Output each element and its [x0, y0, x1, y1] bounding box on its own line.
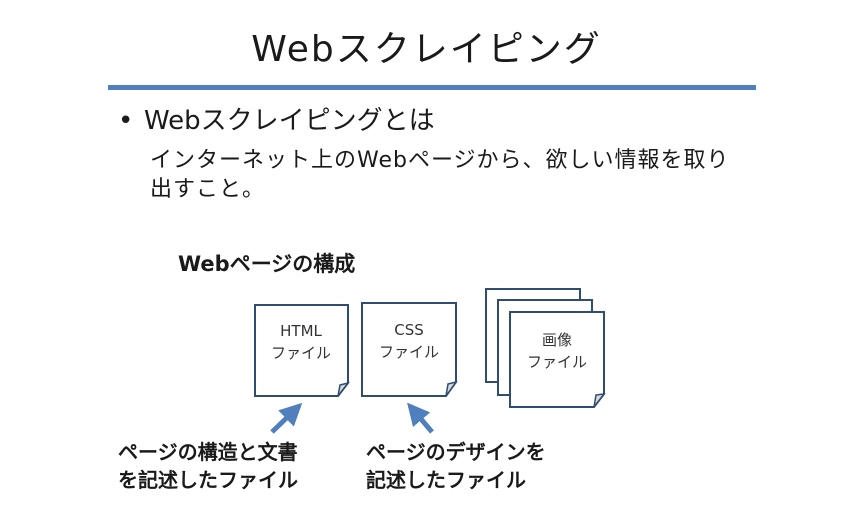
bullet-item: • Webスクレイピングとは — [118, 104, 435, 138]
html-caption: ページの構造と文書 を記述したファイル — [118, 440, 298, 492]
image-file-label-line1: 画像 — [542, 331, 572, 349]
html-file-icon: HTML ファイル — [254, 304, 350, 397]
description-text: インターネット上のWebページから、欲しい情報を取り出すこと。 — [150, 148, 730, 202]
css-caption: ページのデザインを 記述したファイル — [366, 440, 546, 492]
css-file-icon: CSS ファイル — [361, 302, 458, 397]
html-file-label-line2: ファイル — [271, 344, 331, 362]
bullet-text: Webスクレイピングとは — [144, 106, 435, 136]
html-file-label-line1: HTML — [280, 322, 322, 340]
css-arrow-icon — [407, 402, 434, 434]
image-file-label-line2: ファイル — [527, 353, 587, 371]
title-underline — [108, 85, 756, 90]
image-files-icon: 画像 ファイル — [485, 288, 606, 408]
html-arrow-icon — [270, 402, 303, 434]
diagram-title: Webページの構成 — [178, 252, 356, 276]
slide-title: Webスクレイピング — [251, 29, 602, 70]
css-file-label-line1: CSS — [394, 321, 424, 339]
bullet-dot-icon: • — [118, 106, 134, 136]
css-file-label-line2: ファイル — [379, 343, 439, 361]
